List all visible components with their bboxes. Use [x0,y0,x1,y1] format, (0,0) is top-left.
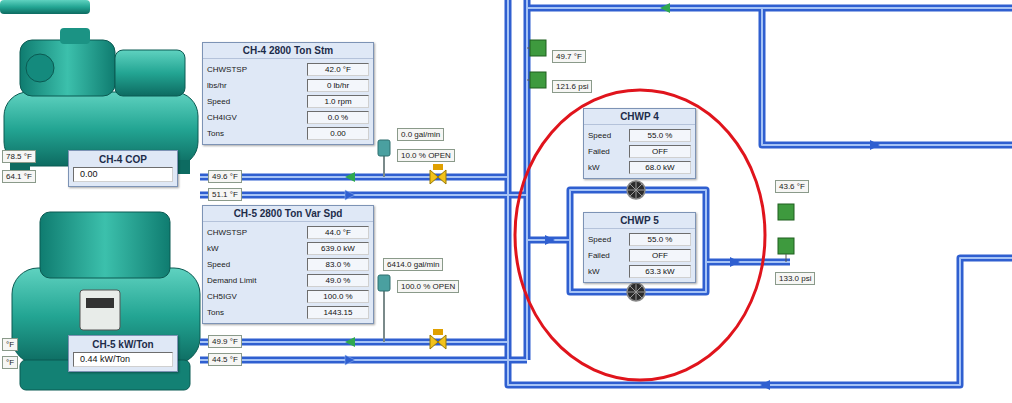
field-value: OFF [629,145,691,158]
field-value: 42.0 °F [307,63,369,76]
field-value: 63.3 kW [629,265,691,278]
equipment-panel: CHWP 4 Speed 55.0 % Failed OFF kW 68.0 kW [583,108,696,179]
sensor-readout: °F [2,338,18,351]
field-label: Speed [207,260,230,269]
readout-value: 43.6 °F [779,181,805,192]
field-value: 639.0 kW [307,242,369,255]
sensor-readout: 6414.0 gal/min [383,258,443,271]
readout-value: 51.1 °F [212,189,238,200]
field-label: Failed [588,251,610,260]
kpi-box: CH-5 kW/Ton0.44 kW/Ton [68,335,178,372]
sensor-readout: 121.6 psi [552,80,592,93]
highlight-ellipse [515,90,765,380]
equipment-panel: CH-4 2800 Ton StmCHWSTSP 42.0 °F lbs/hr 0 l… [202,42,374,145]
field-label: Tons [207,129,224,138]
sensor-readout: 49.7 °F [552,50,586,63]
readout-value: 6414.0 gal/min [387,259,439,270]
equipment-panel: CHWP 5 Speed 55.0 % Failed OFF kW 63.3 kW [583,212,696,283]
field-label: CHWSTSP [207,65,247,74]
sensor-readout: 10.0 % OPEN [397,149,455,162]
pipe-highlight [200,0,1012,385]
field-label: lbs/hr [207,81,227,90]
field-label: CHWSTSP [207,228,247,237]
sensor-readout: 44.5 °F [208,353,242,366]
field-value: 55.0 % [629,129,691,142]
field-label: kW [207,244,219,253]
pipe [200,0,1012,385]
sensor-readout: °F [2,356,18,369]
kpi-title: CH-4 COP [73,153,173,167]
panel-title: CH-4 2800 Ton Stm [203,43,373,59]
sensor-readout: 78.5 °F [2,150,36,163]
field-value: 0 lb/hr [307,79,369,92]
panel-title: CH-5 2800 Ton Var Spd [203,206,373,222]
field-value: 49.0 % [307,274,369,287]
readout-value: 10.0 % OPEN [401,150,451,161]
field-label: Speed [588,131,611,140]
readout-value: 64.1 °F [6,171,32,182]
readout-value: 49.7 °F [556,51,582,62]
readout-value: °F [6,357,14,368]
panel-title: CHWP 5 [584,213,695,229]
field-label: Demand Limit [207,276,256,285]
readout-value: 0.0 gal/min [401,129,440,140]
field-value: 55.0 % [629,233,691,246]
field-value: 83.0 % [307,258,369,271]
readout-value: 44.5 °F [212,354,238,365]
sensor-readout: 100.0 % OPEN [397,280,459,293]
kpi-value: 0.44 kW/Ton [73,352,173,367]
field-value: 100.0 % [307,290,369,303]
readout-value: 133.0 psi [779,273,811,284]
control-valve [430,164,446,349]
readout-value: 121.6 psi [556,81,588,92]
sensor-readout: 49.6 °F [208,170,242,183]
field-value: 44.0 °F [307,226,369,239]
sensor-readout: 0.0 gal/min [397,128,444,141]
readout-value: °F [6,339,14,350]
panel-title: CHWP 4 [584,109,695,125]
sensor-readout: 64.1 °F [2,170,36,183]
field-label: CH4IGV [207,113,237,122]
readout-value: 100.0 % OPEN [401,281,455,292]
sensor-readout: 51.1 °F [208,188,242,201]
field-value: 0.00 [307,127,369,140]
flow-meter [378,140,390,342]
flow-arrow [345,3,880,390]
equipment-panel: CH-5 2800 Ton Var SpdCHWSTSP 44.0 °F kW 639… [202,205,374,324]
field-label: Speed [588,235,611,244]
field-label: Failed [588,147,610,156]
kpi-title: CH-5 kW/Ton [73,338,173,352]
field-value: 1443.15 [307,306,369,319]
field-value: OFF [629,249,691,262]
field-value: 68.0 kW [629,161,691,174]
sensor-readout: 133.0 psi [775,272,815,285]
field-label: Tons [207,308,224,317]
field-label: kW [588,267,600,276]
sensor-readout: 49.9 °F [208,335,242,348]
field-value: 1.0 rpm [307,95,369,108]
field-label: Speed [207,97,230,106]
kpi-value: 0.00 [73,167,173,182]
readout-value: 49.6 °F [212,171,238,182]
steam-chiller [0,0,198,174]
field-label: CH5IGV [207,292,237,301]
sensor-readout: 43.6 °F [775,180,809,193]
readout-value: 78.5 °F [6,151,32,162]
field-label: kW [588,163,600,172]
sensor-cube [527,40,794,262]
kpi-box: CH-4 COP0.00 [68,150,178,187]
centrifugal-chiller [12,212,200,390]
field-value: 0.0 % [307,111,369,124]
readout-value: 49.9 °F [212,336,238,347]
